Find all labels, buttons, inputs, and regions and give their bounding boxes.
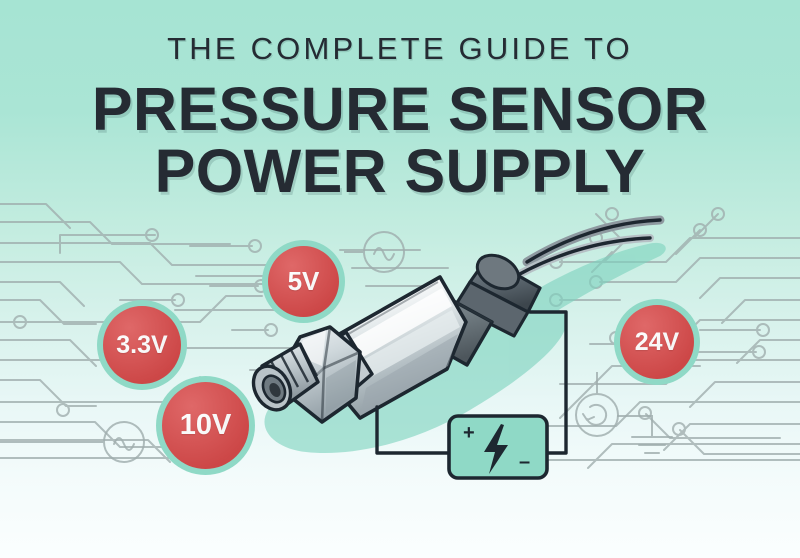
badge-10v: 10V <box>162 382 249 469</box>
badge-3-3v: 3.3V <box>103 306 181 384</box>
psu-minus-sign: – <box>519 451 531 473</box>
badge-5v-label: 5V <box>287 266 320 296</box>
title-line-2: POWER SUPPLY <box>154 137 646 206</box>
kicker-text: THE COMPLETE GUIDE TO <box>167 31 633 66</box>
lightning-bolt-icon <box>484 424 508 474</box>
badge-24v: 24V <box>620 305 694 379</box>
badge-3-3v-label: 3.3V <box>116 330 168 359</box>
psu-plus-sign: + <box>463 422 475 444</box>
sensor-hex-nut <box>286 325 362 424</box>
page-title: PRESSURE SENSOR POWER SUPPLY <box>0 75 800 206</box>
title-block: THE COMPLETE GUIDE TO PRESSURE SENSOR PO… <box>0 31 800 206</box>
sensor-cable-gland <box>453 253 542 338</box>
badge-10v-label: 10V <box>179 409 232 441</box>
badge-5v: 5V <box>268 246 339 317</box>
badge-24v-label: 24V <box>634 327 680 356</box>
title-line-1: PRESSURE SENSOR <box>91 75 709 144</box>
